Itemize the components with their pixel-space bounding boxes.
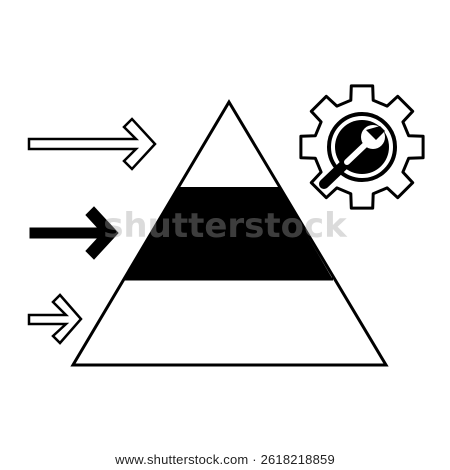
outline-arrow-icon-bottom [27,293,83,345]
filled-arrow-icon [29,206,119,260]
gear-with-wrench-icon [299,84,425,210]
wrench-icon [319,125,385,189]
pyramid-middle-tier [126,187,332,278]
outline-arrow-icon-top [27,117,157,171]
pyramid-icon [70,99,389,367]
pyramid-illustration [27,84,425,367]
footer-bar: www.shutterstock.com · 2618218859 [0,440,450,470]
footer-text: www.shutterstock.com · 2618218859 [115,452,335,467]
